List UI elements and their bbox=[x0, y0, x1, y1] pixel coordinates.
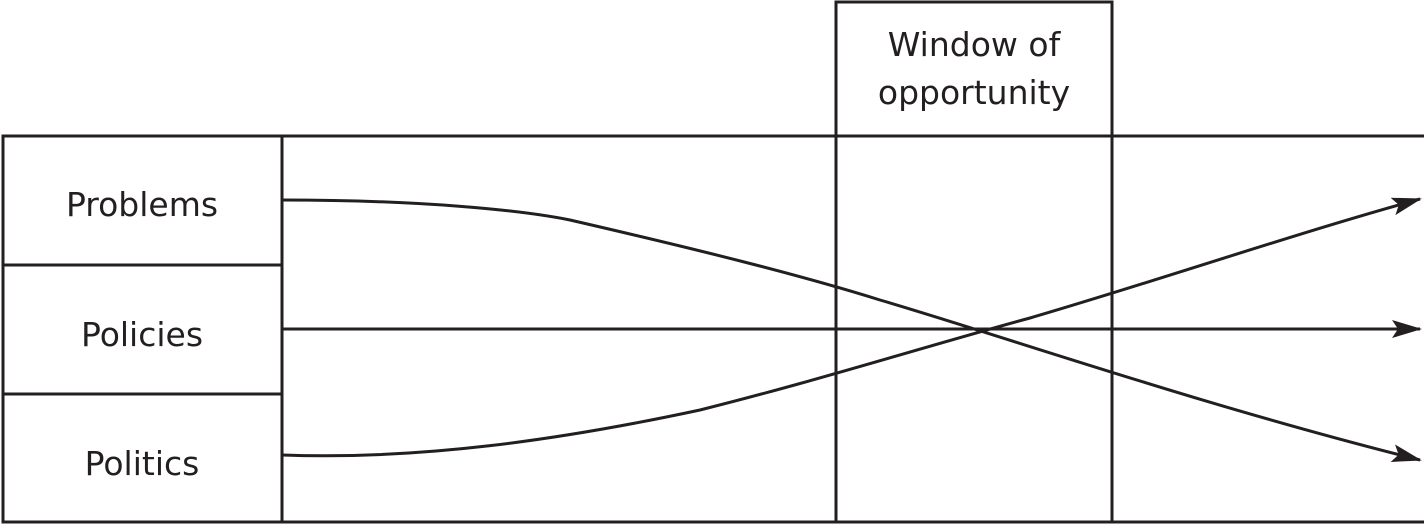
stream-label-politics: Politics bbox=[85, 444, 200, 483]
window-label-line2: opportunity bbox=[878, 73, 1070, 112]
stream-label-policies: Policies bbox=[81, 315, 203, 354]
politics-stream-arrow bbox=[281, 197, 1422, 458]
window-of-opportunity-box bbox=[834, 0, 1114, 524]
stream-label-problems: Problems bbox=[66, 185, 218, 224]
problems-stream-arrow bbox=[281, 198, 1422, 462]
window-label-line1: Window of bbox=[888, 25, 1062, 64]
